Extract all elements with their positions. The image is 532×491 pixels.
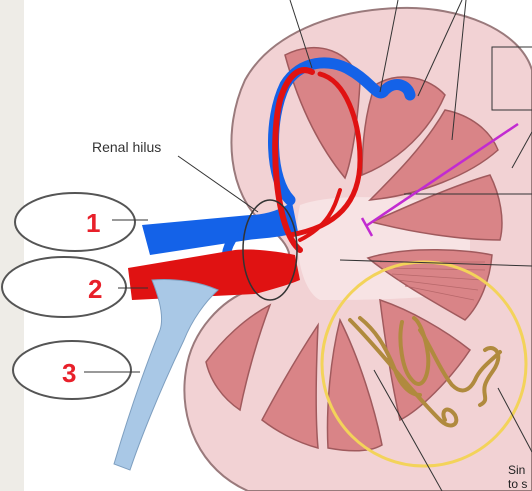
pyramid-bottom-1 (326, 317, 383, 452)
pyramid-bottom-3 (205, 303, 272, 412)
pyramid-upper-1 (361, 76, 446, 177)
pointer-hilus (177, 155, 259, 213)
label-renal-hilus: Renal hilus (92, 139, 161, 155)
magenta-pointer (365, 122, 519, 228)
pyramid-bottom-2 (261, 322, 319, 449)
pyramid-right-2 (366, 249, 493, 321)
answer-box-1-ellipse[interactable] (14, 192, 136, 252)
nephron-highlight-circle (320, 260, 528, 468)
label-sinus-line-1: Sin (508, 463, 525, 477)
magenta-pointer-tick (360, 217, 374, 237)
renal-pyramids (205, 46, 503, 452)
ureter (113, 279, 219, 471)
answer-box-3-ellipse[interactable] (12, 340, 132, 400)
renal-artery-branch-small (298, 188, 342, 242)
answer-box-2[interactable]: 2 (1, 256, 148, 318)
pyramid-upper-2 (367, 109, 499, 201)
answer-box-1[interactable]: 1 (14, 192, 148, 252)
answer-box-2-number: 2 (88, 274, 102, 304)
left-margin-strip (0, 0, 24, 491)
renal-vein-trunk (142, 202, 298, 255)
answer-box-3[interactable]: 3 (12, 340, 140, 400)
pointer-lines (177, 0, 532, 491)
renal-artery-branch-upper (272, 67, 315, 253)
answer-box-3-number: 3 (62, 358, 76, 388)
answer-box-2-ellipse[interactable] (1, 256, 127, 318)
hilus-outline (242, 199, 298, 301)
nephron (348, 316, 502, 428)
answer-box-1-number: 1 (86, 208, 100, 238)
label-sinus-line-2: to s (508, 477, 527, 491)
pyramid-top-left (284, 46, 361, 180)
